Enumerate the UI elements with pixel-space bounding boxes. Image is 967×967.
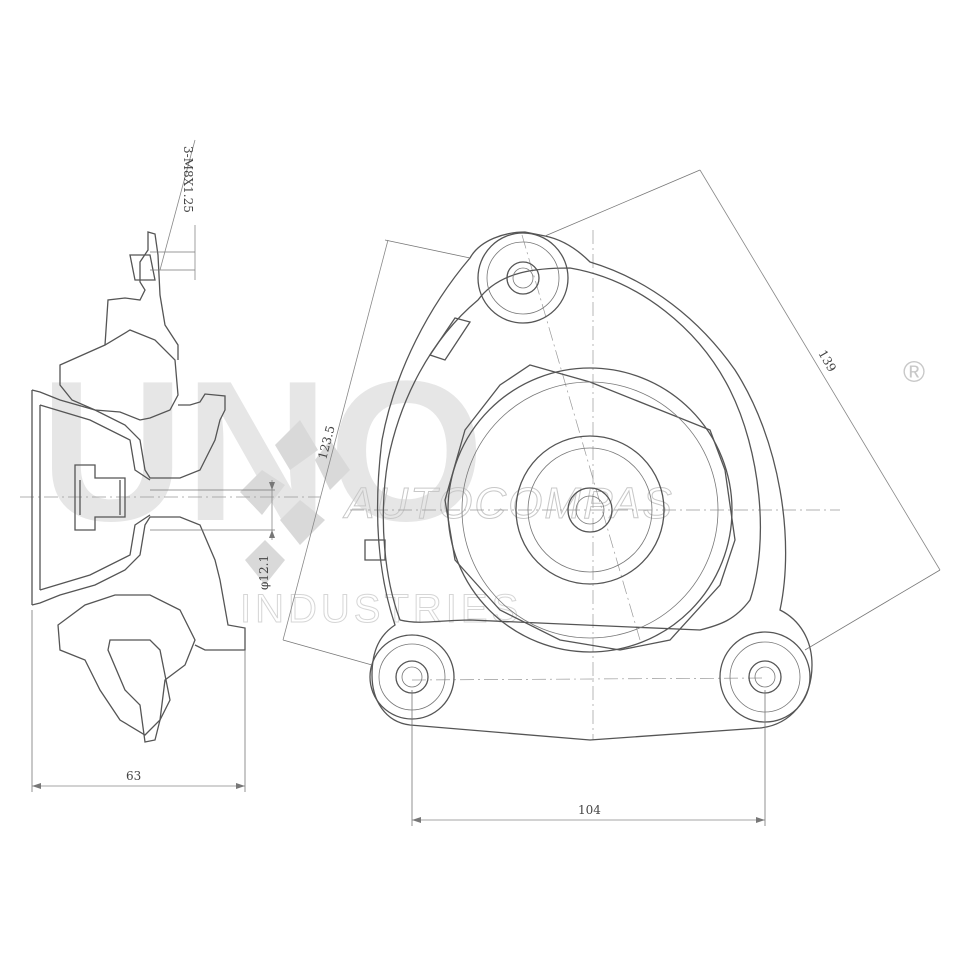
bolt-spacing-label: 104: [578, 803, 601, 817]
diag-outer-label: 139: [815, 348, 839, 375]
inner-bushing: [74, 464, 126, 531]
mount-plate-inner: [382, 267, 762, 631]
center-hole-inner: [575, 495, 605, 525]
upper-rubber-section: [59, 329, 179, 421]
outer-plate-lower: [31, 516, 246, 651]
watermark-brand: UNO: [40, 340, 484, 563]
outer-plate-lower-inner: [39, 514, 151, 591]
watermark-leaf-icon: [240, 420, 350, 585]
lower-rubber-section: [57, 594, 196, 736]
diag-outer-ext-top: [544, 169, 701, 237]
outer-plate-upper: [31, 389, 226, 479]
top-centerline-diag-1: [521, 234, 641, 641]
upper-stud: [129, 254, 156, 281]
lower-bracket: [107, 639, 171, 743]
watermark-line2: INDUSTRIES: [240, 587, 522, 631]
thread-label: 3-M8X1.25: [181, 146, 195, 213]
top-centerline-diag-2: [411, 677, 766, 681]
watermark-line1: AUTOCOMPAS: [342, 479, 674, 528]
outer-ring-inner: [461, 381, 719, 639]
diag-outer-dimension-line: [699, 169, 941, 571]
outer-ring: [447, 367, 733, 653]
diag-inner-dimension-line: [282, 239, 389, 641]
bore-label: φ12.1: [257, 555, 271, 590]
upper-bracket: [104, 231, 179, 360]
top-view: [282, 169, 941, 826]
center-hole: [567, 487, 613, 533]
plate-slot-upper: [428, 317, 472, 361]
middle-ring-inner: [527, 447, 653, 573]
registered-mark: ®: [903, 356, 925, 389]
diag-inner-ext-top: [384, 239, 471, 259]
bolt-boss-top: [477, 232, 569, 324]
outer-plate-upper-inner: [39, 404, 151, 481]
mount-plate-outline: [371, 231, 813, 741]
diag-inner-ext-bottom: [282, 639, 373, 666]
diag-outer-ext-bottom: [804, 569, 941, 651]
thread-leader: [159, 139, 196, 271]
section-view: [20, 139, 320, 792]
bushing-inner-lines: [79, 480, 121, 515]
plate-slot-lower: [364, 539, 386, 561]
middle-ring: [515, 435, 665, 585]
watermark: UNO ® AUTOCOMPAS INDUSTRIES: [40, 340, 925, 632]
height-label: 63: [126, 769, 141, 783]
